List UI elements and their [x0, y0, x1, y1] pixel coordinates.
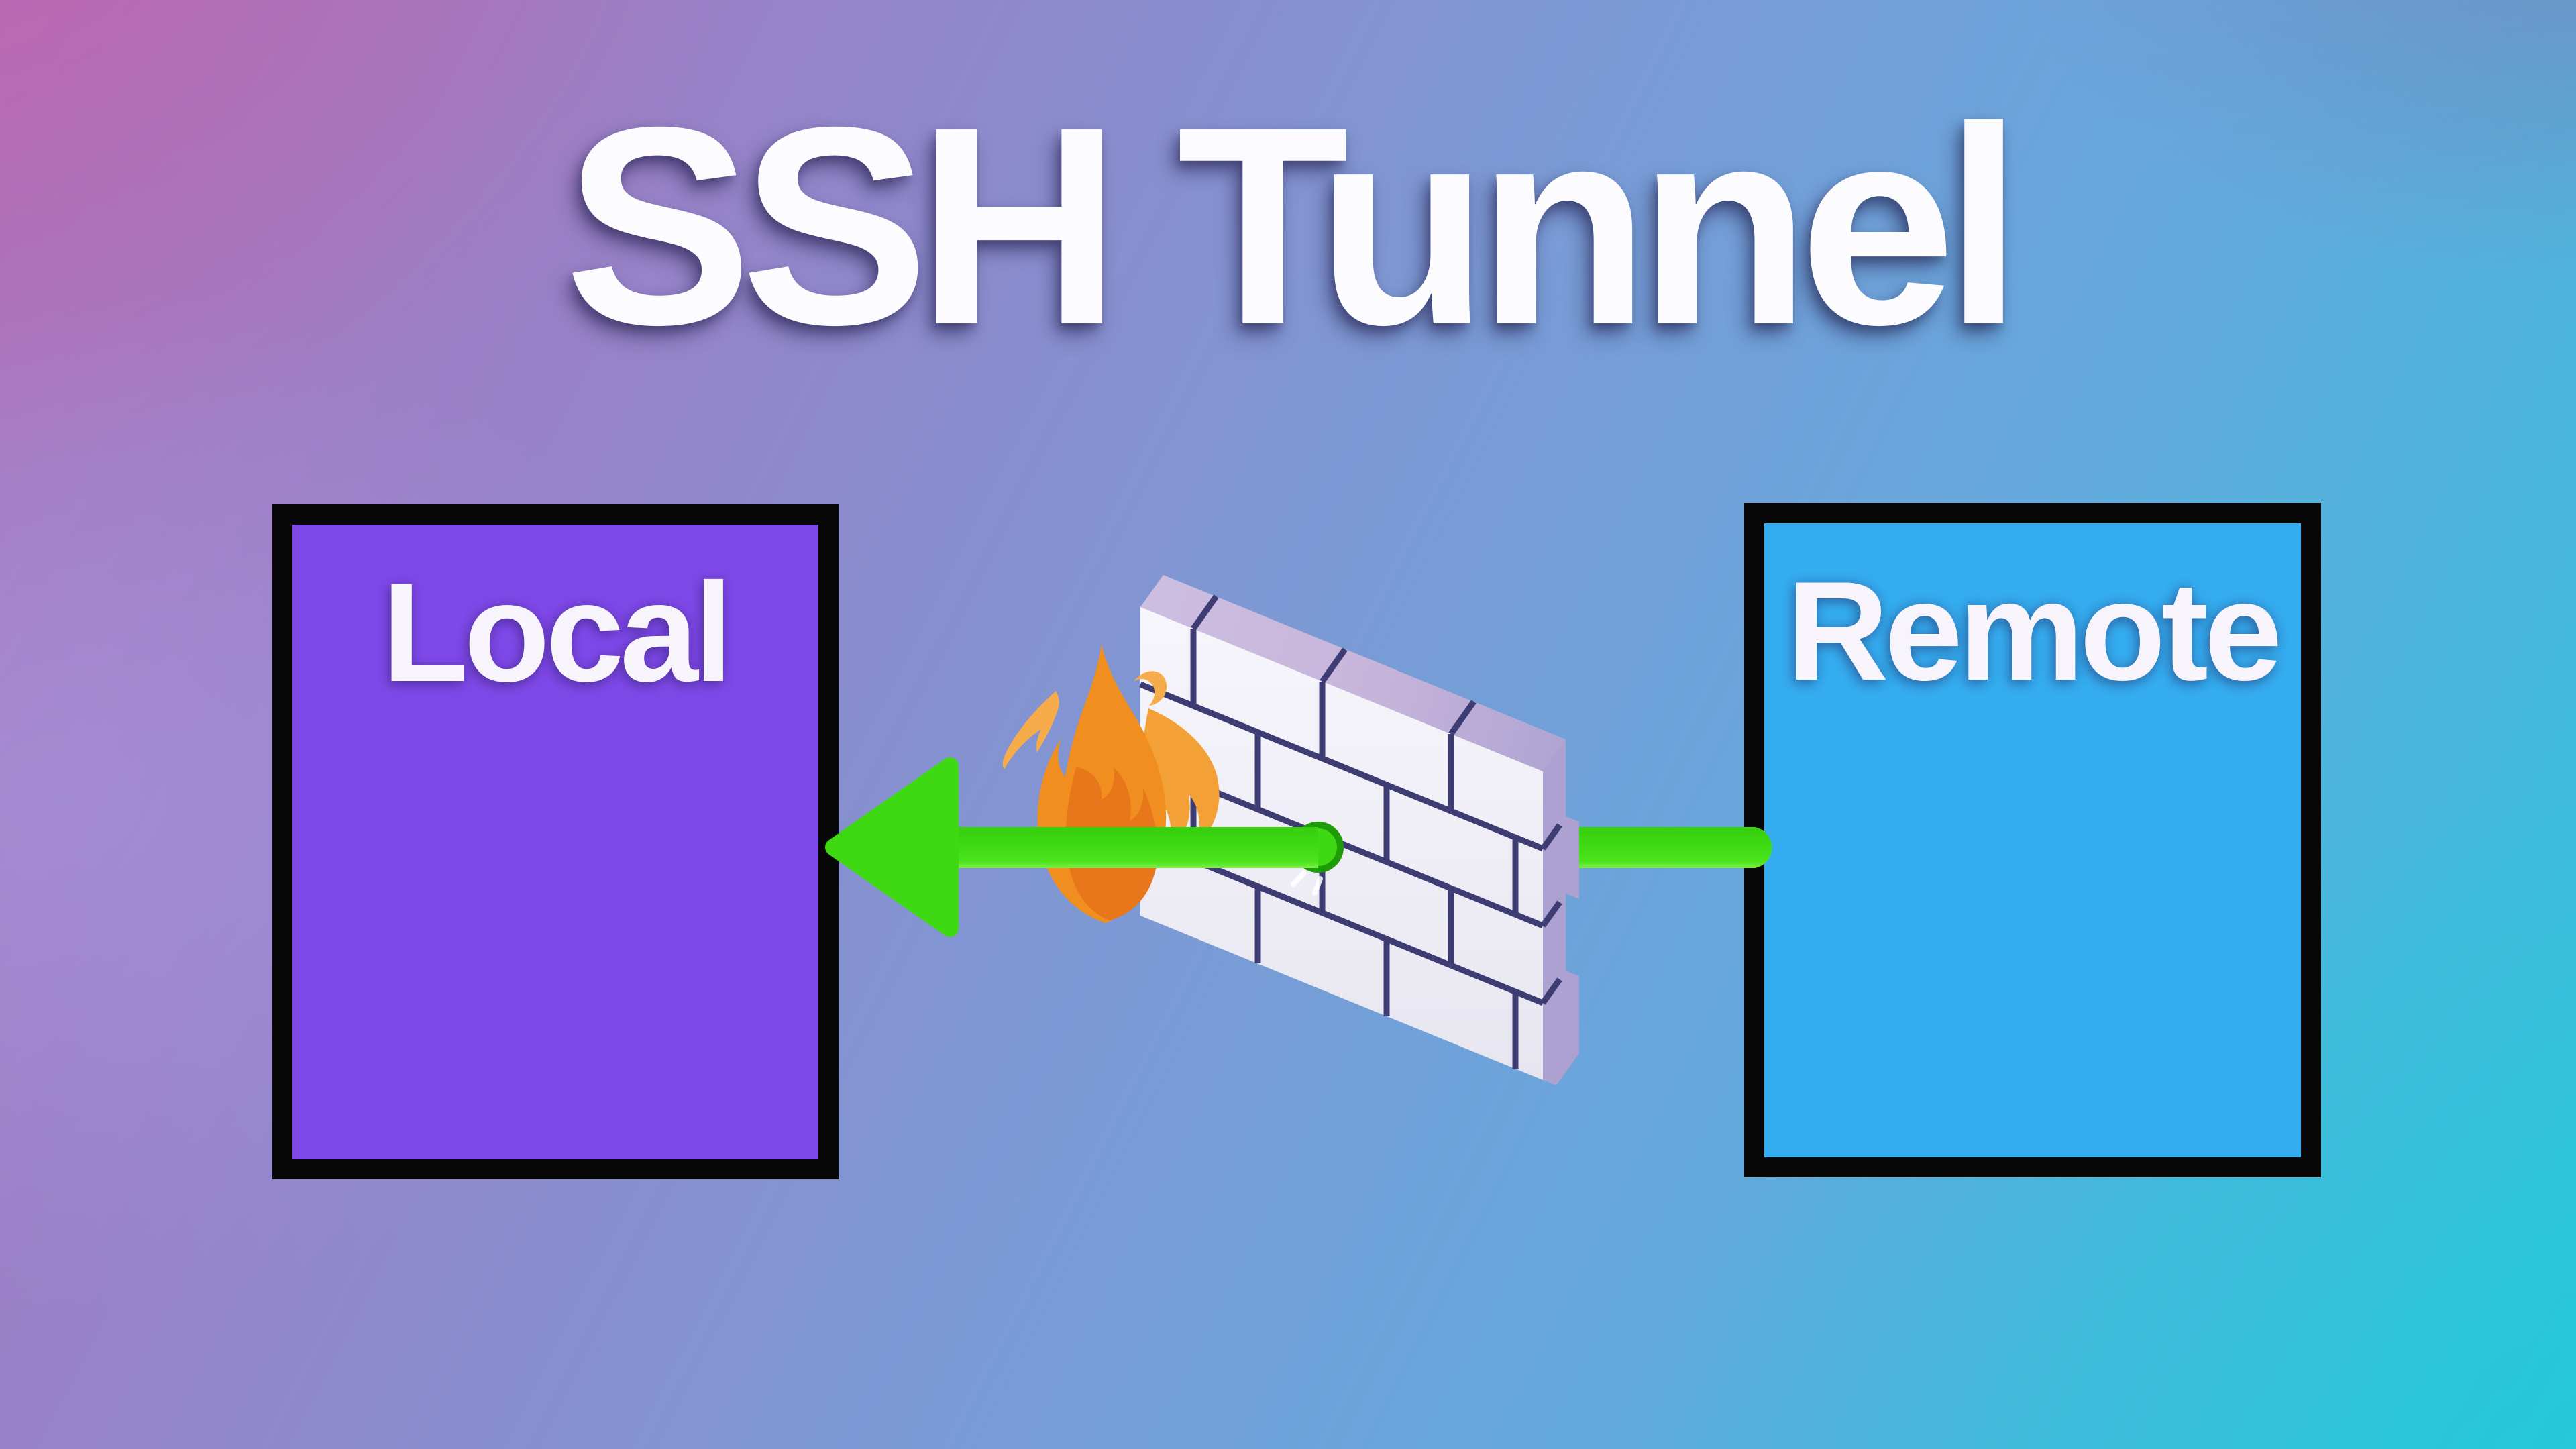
wall-brick-joints	[1190, 629, 1519, 1069]
remote-node-box: Remote	[1744, 503, 2321, 1177]
arrow-shaft-right	[1553, 827, 1772, 868]
flame-right-lobes	[1140, 708, 1220, 849]
arrow-shaft-left	[938, 827, 1318, 868]
page-title: SSH Tunnel	[564, 69, 2023, 384]
wall-top-joints	[1191, 594, 1477, 736]
remote-node-label: Remote	[1786, 552, 2283, 710]
arrowhead-left-icon	[825, 757, 959, 937]
local-node-label: Local	[382, 553, 733, 711]
local-node-box: Local	[272, 504, 839, 1179]
tunnel-arrow-back	[1553, 827, 1772, 868]
wall-side-face	[1543, 739, 1579, 1085]
flame-top-curl	[1134, 671, 1167, 706]
flame-left-wisp	[1002, 691, 1059, 769]
tunnel-diagram	[825, 575, 1772, 1085]
tunnel-arrow-front	[825, 757, 1344, 937]
endpoint-sparkles	[1291, 870, 1323, 896]
